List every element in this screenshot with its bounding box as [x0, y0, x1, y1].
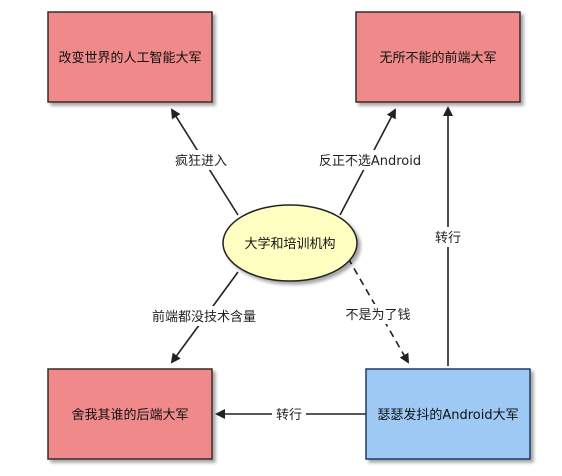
edge-label-android-to-backend: 转行 [276, 408, 302, 423]
node-frontend-army [355, 11, 521, 103]
node-ai-army-label: 改变世界的人工智能大军 [58, 50, 201, 66]
edge-label-to-ai: 疯狂进入 [175, 153, 227, 169]
node-center-label: 大学和培训机构 [244, 236, 335, 252]
node-backend-army-label: 舍我其谁的后端大军 [71, 407, 188, 423]
node-frontend-army-box [355, 11, 521, 103]
node-android-army [365, 368, 531, 460]
edge-label-android-to-frontend: 转行 [435, 231, 461, 246]
node-android-army-label: 瑟瑟发抖的Android大军 [377, 407, 518, 423]
node-ai-army [47, 11, 213, 103]
node-frontend-army-label: 无所不能的前端大军 [379, 50, 496, 66]
node-android-army-box [365, 368, 531, 460]
edge-label-to-android: 不是为了钱 [345, 308, 410, 323]
node-ai-army-box [47, 11, 213, 103]
node-center [222, 204, 358, 282]
edge-label-to-frontend: 反正不选Android [319, 154, 421, 169]
node-backend-army [47, 368, 213, 460]
edge-label-to-backend: 前端都没技术含量 [152, 309, 256, 325]
node-backend-army-box [47, 368, 213, 460]
node-center-ellipse [222, 204, 358, 282]
